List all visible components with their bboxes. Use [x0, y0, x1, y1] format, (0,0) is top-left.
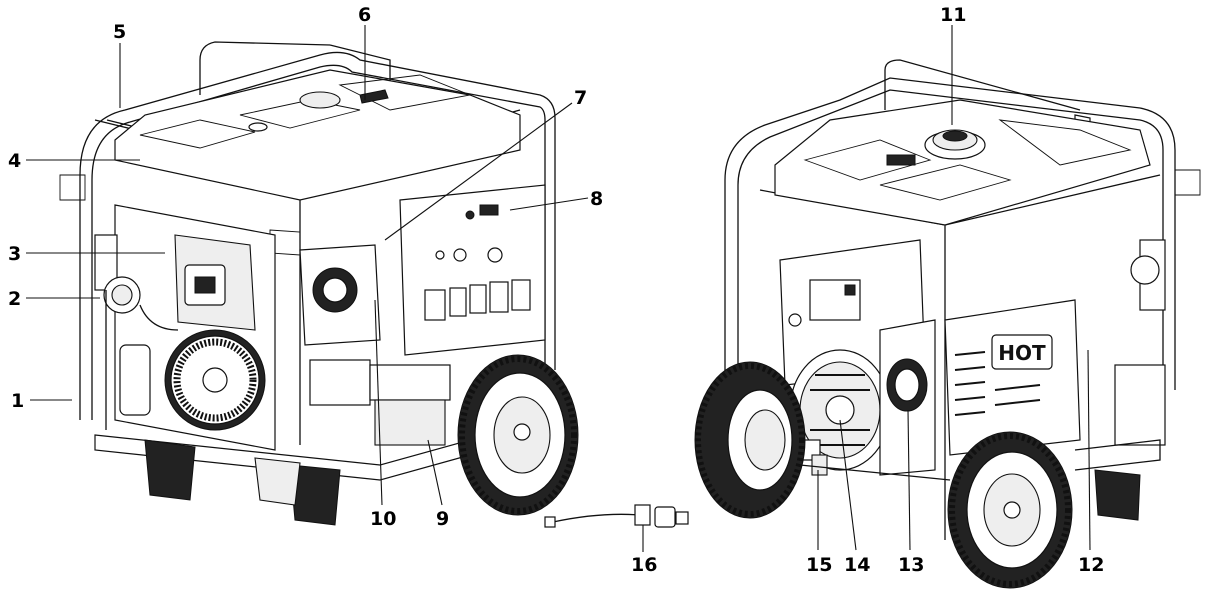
fuel-tank: [114, 69, 521, 201]
callout-8: 8: [590, 188, 603, 210]
callout-16: 16: [631, 554, 657, 576]
callout-6: 6: [358, 4, 371, 26]
wheel-left-generator: [457, 354, 579, 516]
lpg-hose-assembly: [544, 504, 689, 528]
callout-1: 1: [11, 390, 24, 412]
lpg-regulator-rear: [1114, 239, 1166, 446]
callout-9: 9: [436, 508, 449, 530]
callout-2: 2: [8, 288, 21, 310]
lpg-regulator: [94, 234, 151, 430]
callout-numbers: 1 2 3 4 5 6 7 8 9 10 11 12 13 14 15 16: [8, 4, 1104, 576]
callout-5: 5: [113, 21, 126, 43]
control-panel: [399, 184, 546, 356]
muffler: [879, 319, 936, 476]
callout-14: 14: [844, 554, 870, 576]
engine-cover: HOT: [944, 299, 1081, 456]
base-frame: [94, 434, 471, 526]
engine: [114, 204, 276, 451]
callout-4: 4: [8, 150, 21, 172]
callout-10: 10: [370, 508, 396, 530]
callout-13: 13: [898, 554, 924, 576]
recoil-fan: [173, 338, 257, 422]
callout-15: 15: [806, 554, 832, 576]
wheel-front-right: [947, 431, 1073, 589]
leader-lines: [26, 25, 1091, 552]
wheel-rear-left: [694, 361, 806, 519]
callout-12: 12: [1078, 554, 1104, 576]
generator-rear-view: HOT: [694, 59, 1201, 589]
generator-front-view: [59, 41, 579, 526]
callout-3: 3: [8, 243, 21, 265]
engine-components: [299, 244, 451, 446]
support-legs-rear: [1074, 439, 1161, 521]
hot-warning-label: HOT: [998, 341, 1046, 365]
fuel-cap: [924, 129, 986, 160]
callout-7: 7: [574, 87, 587, 109]
callout-11: 11: [940, 4, 966, 26]
fuel-tank-rear: [774, 99, 1151, 226]
